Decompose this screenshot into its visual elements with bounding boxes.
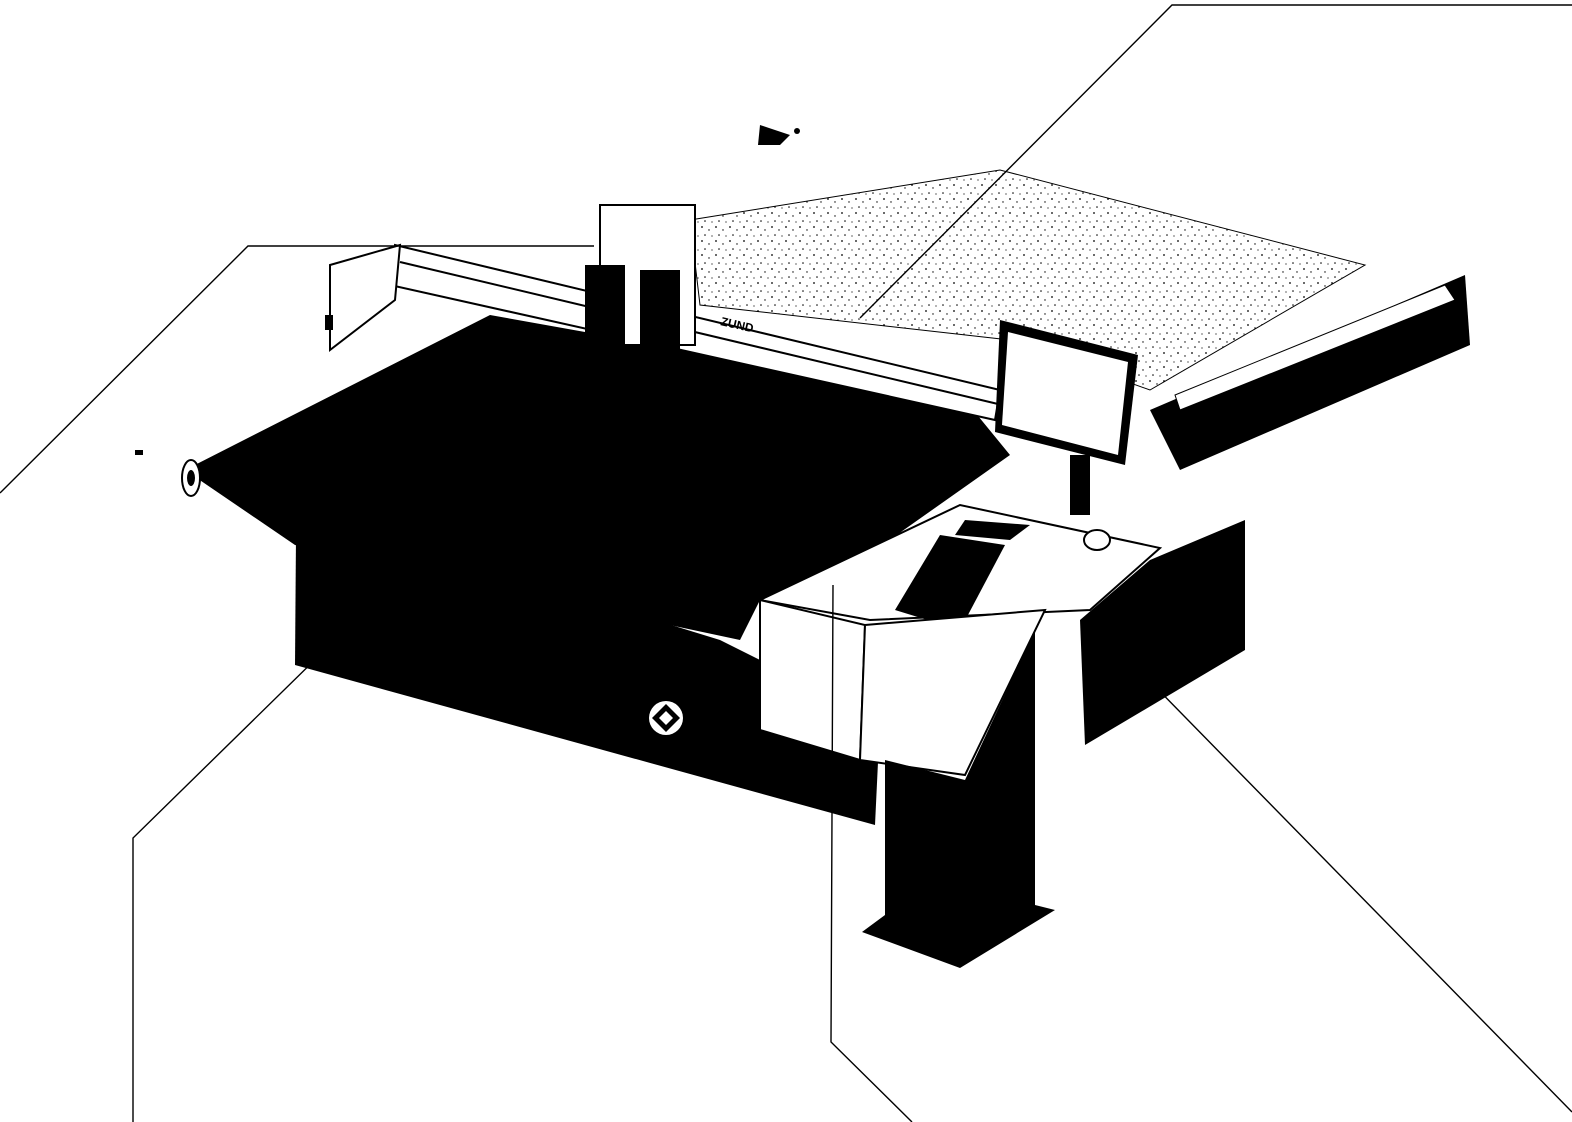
tool-head — [585, 204, 696, 370]
callout-line-console — [1087, 617, 1572, 1113]
left-roller — [181, 459, 201, 497]
monitor — [995, 320, 1138, 515]
callout-line-rear-conveyor — [859, 4, 1572, 319]
control-console — [756, 503, 1163, 777]
machine-base — [295, 520, 1245, 825]
callout-line-tool-head — [0, 245, 594, 494]
console-pedestal — [862, 630, 1055, 968]
detail-marks — [135, 125, 800, 455]
callout-lines — [0, 4, 1572, 1122]
front-emblem — [649, 701, 683, 735]
callout-line-table-edge — [830, 584, 913, 1122]
callout-line-cutting-head — [132, 354, 627, 1122]
rear-conveyor — [689, 169, 1367, 391]
cutting-table-surface — [185, 315, 1010, 640]
